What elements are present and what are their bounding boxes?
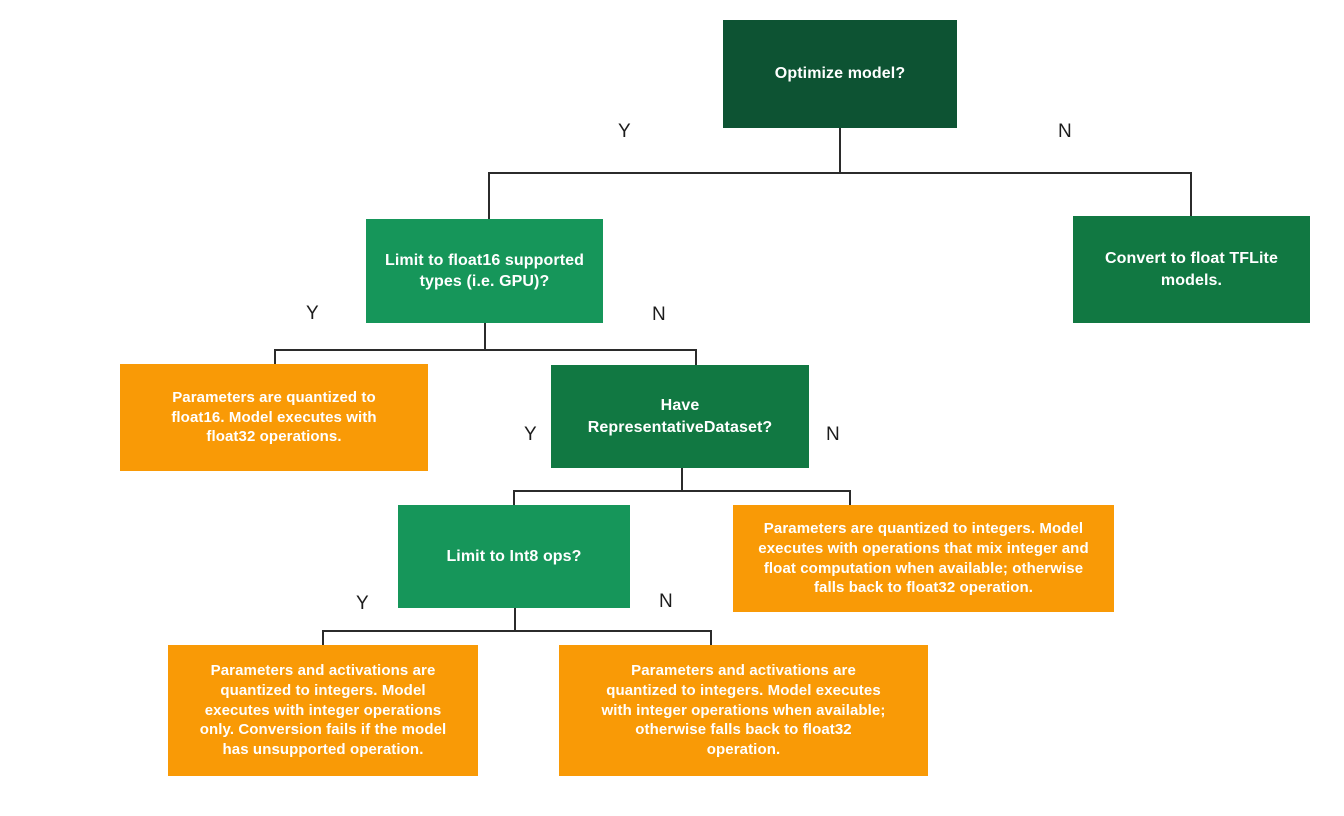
- node-label: Optimize model?: [774, 65, 906, 83]
- branch-label-bl-float16-y: Y: [306, 303, 319, 324]
- node-mixed_int_result[interactable]: Parameters are quantized to integers. Mo…: [733, 505, 1114, 612]
- connector-line: [849, 490, 851, 507]
- node-label: Limit to Int8 ops?: [446, 547, 582, 565]
- connector-line: [513, 490, 515, 507]
- node-label: Limit to float16 supported types (i.e. G…: [384, 251, 585, 290]
- node-float16[interactable]: Limit to float16 supported types (i.e. G…: [366, 219, 603, 323]
- connector-line: [322, 630, 324, 647]
- connector-line: [1190, 172, 1192, 217]
- connector-line: [484, 323, 486, 349]
- connector-line: [274, 349, 276, 367]
- branch-label-bl-float16-n: N: [652, 304, 666, 325]
- connector-line: [513, 490, 851, 492]
- connector-line: [681, 468, 683, 490]
- node-int_fallback_result[interactable]: Parameters and activations are quantized…: [559, 645, 928, 776]
- branch-label-bl-int8-y: Y: [356, 593, 369, 614]
- node-label: Parameters are quantized to float16. Mod…: [171, 388, 377, 446]
- node-label: Have RepresentativeDataset?: [587, 397, 773, 436]
- node-float16_result[interactable]: Parameters are quantized to float16. Mod…: [120, 364, 428, 471]
- branch-label-bl-repdata-y: Y: [524, 424, 537, 445]
- connector-line: [839, 128, 841, 173]
- connector-line: [488, 172, 490, 219]
- node-label: Convert to float TFLite models.: [1105, 250, 1278, 289]
- node-label: Parameters and activations are quantized…: [601, 662, 886, 759]
- node-label: Parameters and activations are quantized…: [199, 662, 447, 759]
- node-convert_float[interactable]: Convert to float TFLite models.: [1073, 216, 1310, 323]
- connector-line: [488, 172, 1192, 174]
- node-optimize[interactable]: Optimize model?: [723, 20, 957, 128]
- branch-label-bl-optimize-y: Y: [618, 121, 631, 142]
- node-label: Parameters are quantized to integers. Mo…: [758, 519, 1089, 597]
- connector-line: [322, 630, 712, 632]
- node-int_only_result[interactable]: Parameters and activations are quantized…: [168, 645, 478, 776]
- connector-line: [274, 349, 697, 351]
- node-int8_ops[interactable]: Limit to Int8 ops?: [398, 505, 630, 608]
- branch-label-bl-int8-n: N: [659, 591, 673, 612]
- connector-line: [695, 349, 697, 368]
- connector-line: [710, 630, 712, 647]
- connector-line: [514, 608, 516, 630]
- branch-label-bl-repdata-n: N: [826, 424, 840, 445]
- node-rep_dataset[interactable]: Have RepresentativeDataset?: [551, 365, 809, 468]
- branch-label-bl-optimize-n: N: [1058, 121, 1072, 142]
